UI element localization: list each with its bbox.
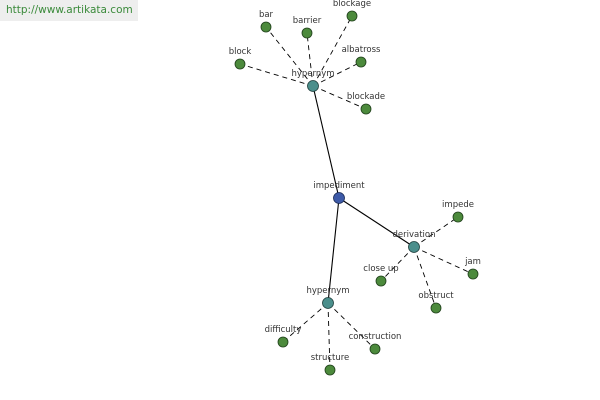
node-impede[interactable]: impede [442,200,474,223]
node-derivation[interactable]: derivation [392,230,436,253]
node-label-impede: impede [442,200,474,210]
node-marker-construction[interactable] [369,343,381,355]
node-marker-blockage[interactable] [346,10,358,22]
node-marker-difficulty[interactable] [277,336,289,348]
node-label-hypernym1: hypernym [291,69,334,79]
node-marker-structure[interactable] [324,364,336,376]
node-label-bar: bar [259,10,274,20]
node-marker-jam[interactable] [467,268,479,280]
node-label-difficulty: difficulty [265,325,302,335]
node-marker-close-up[interactable] [375,275,387,287]
node-marker-hypernym2[interactable] [322,297,334,309]
node-jam[interactable]: jam [464,257,481,280]
edge-derivation-close-up [380,246,415,282]
node-marker-block[interactable] [234,58,246,70]
node-label-blockage: blockage [333,0,371,9]
node-difficulty[interactable]: difficulty [265,325,302,348]
node-blockade[interactable]: blockade [347,92,385,115]
node-marker-blockade[interactable] [360,103,372,115]
node-label-structure: structure [311,353,350,363]
node-blockage[interactable]: blockage [333,0,371,22]
node-label-barrier: barrier [293,16,322,26]
node-label-obstruct: obstruct [418,291,454,301]
node-marker-hypernym1[interactable] [307,80,319,92]
node-construction[interactable]: construction [349,332,402,355]
node-hypernym2[interactable]: hypernym [306,286,350,309]
edge-hypernym1-block [239,63,314,87]
node-albatross[interactable]: albatross [342,45,381,68]
node-marker-derivation[interactable] [408,241,420,253]
node-label-derivation: derivation [392,230,435,240]
node-obstruct[interactable]: obstruct [418,291,454,314]
node-label-hypernym2: hypernym [306,286,349,296]
node-marker-albatross[interactable] [355,56,367,68]
edge-hypernym2-construction [327,302,376,350]
edge-hypernym1-blockade [312,85,367,110]
node-marker-impede[interactable] [452,211,464,223]
node-marker-bar[interactable] [260,21,272,33]
edge-derivation-obstruct [413,246,437,309]
node-label-block: block [229,47,252,57]
node-marker-obstruct[interactable] [430,302,442,314]
node-hypernym1[interactable]: hypernym [291,69,335,92]
node-bar[interactable]: bar [259,10,274,33]
node-label-close-up: close up [363,264,398,274]
edge-hypernym2-difficulty [282,302,329,343]
nodes-layer: impediment hypernym derivation hypernym bar b… [229,0,481,376]
watermark-url: http://www.artikata.com [0,0,138,21]
edge-hypernym2-structure [327,302,331,371]
edge-hypernym1-blockage [312,15,353,87]
node-barrier[interactable]: barrier [293,16,322,39]
node-structure[interactable]: structure [311,353,350,376]
edge-impediment-hypernym2 [327,197,340,304]
node-close-up[interactable]: close up [363,264,399,287]
node-label-construction: construction [349,332,402,342]
edges-layer [239,15,474,371]
node-label-blockade: blockade [347,92,385,102]
edge-hypernym1-bar [265,26,314,87]
node-impediment[interactable]: impediment [313,181,365,204]
edge-impediment-derivation [338,197,415,248]
edge-impediment-hypernym1 [312,85,340,199]
node-marker-barrier[interactable] [301,27,313,39]
node-block[interactable]: block [229,47,252,70]
node-label-albatross: albatross [342,45,381,55]
node-label-jam: jam [464,257,481,267]
edge-derivation-jam [413,246,474,275]
node-label-impediment: impediment [313,181,365,191]
node-marker-impediment[interactable] [333,192,345,204]
